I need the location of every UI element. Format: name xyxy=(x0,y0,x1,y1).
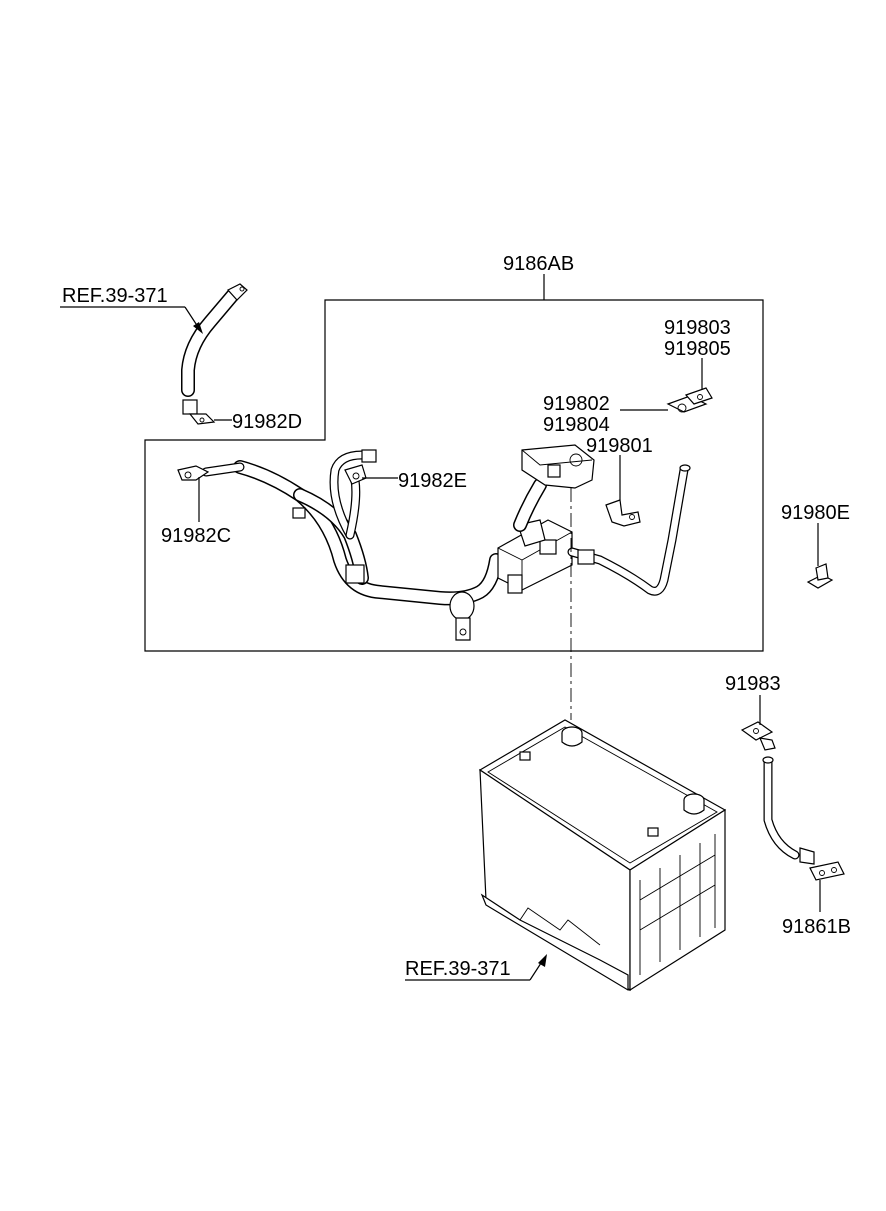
ref-cable-top xyxy=(181,283,248,397)
label-91980E: 91980E xyxy=(781,502,850,524)
ref-top-arrowhead xyxy=(193,322,203,334)
harness-right-cable xyxy=(567,464,691,596)
label-919801: 919801 xyxy=(586,435,653,457)
label-91982E: 91982E xyxy=(398,470,467,492)
label-919803: 919803 xyxy=(664,317,731,339)
ground-strap xyxy=(740,721,845,881)
battery xyxy=(478,719,727,992)
assembly-outline xyxy=(144,299,764,652)
label-919804: 919804 xyxy=(543,414,610,436)
label-91982D: 91982D xyxy=(232,411,302,433)
label-ref-top: REF.39-371 xyxy=(62,285,168,307)
fuse-block xyxy=(497,519,573,594)
clip-91982D xyxy=(182,399,216,425)
label-91861B: 91861B xyxy=(782,916,851,938)
label-919805: 919805 xyxy=(664,338,731,360)
part-91980E xyxy=(806,563,834,589)
plate-919802 xyxy=(666,387,713,413)
bracket-919801 xyxy=(605,499,641,527)
label-ref-bottom: REF.39-371 xyxy=(405,958,511,980)
terminal-91982C xyxy=(177,465,210,481)
label-91983: 91983 xyxy=(725,673,781,695)
label-assy: 9186AB xyxy=(503,253,574,275)
ref-bottom-arrowhead xyxy=(538,954,547,967)
terminal-cover xyxy=(513,444,595,532)
harness-main-cable xyxy=(201,450,503,641)
terminal-91982E xyxy=(344,449,377,485)
label-91982C: 91982C xyxy=(161,525,231,547)
label-919802: 919802 xyxy=(543,393,610,415)
